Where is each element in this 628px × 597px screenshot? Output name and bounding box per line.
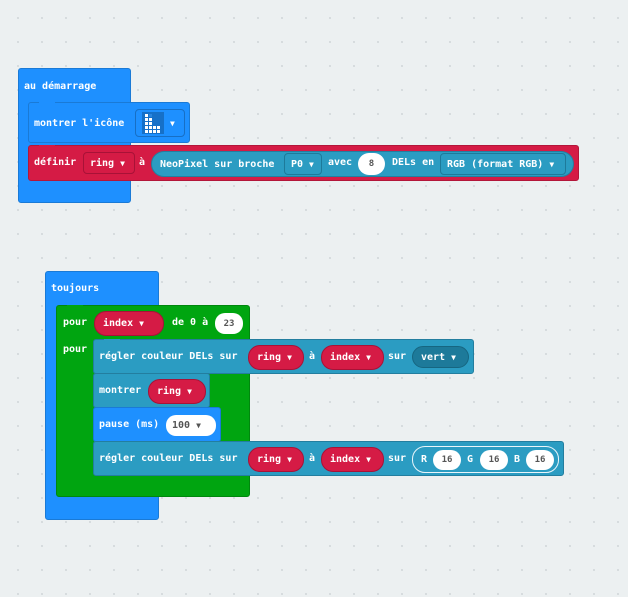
on-label: sur [388, 453, 407, 464]
strip-variable-ring[interactable]: ring ▼ [248, 345, 304, 370]
do-label: pour [63, 344, 88, 355]
led-count-value: 8 [368, 159, 375, 169]
green-value: 16 [488, 455, 500, 465]
mode-dropdown[interactable]: RGB (format RGB) ▼ [440, 153, 566, 175]
pause-duration-value: 100 [172, 420, 191, 431]
chevron-down-icon: ▼ [549, 159, 555, 169]
pin-dropdown[interactable]: P0 ▼ [284, 153, 322, 175]
index-variable[interactable]: index ▼ [321, 345, 384, 370]
pause-label: pause (ms) [99, 419, 160, 430]
on-start-label: au démarrage [24, 81, 97, 92]
rgb-block[interactable]: R 16 G 16 B 16 [412, 446, 559, 473]
set-pixel-label: régler couleur DELs sur [99, 351, 238, 362]
chevron-down-icon: ▼ [287, 353, 292, 362]
color-dropdown[interactable]: vert ▼ [412, 346, 469, 368]
forever-label: toujours [51, 283, 100, 294]
blue-input[interactable]: 16 [526, 450, 554, 470]
chevron-down-icon: ▼ [451, 352, 456, 362]
g-label: G [467, 454, 474, 465]
pin-value: P0 [291, 158, 304, 170]
at-label: à [309, 453, 316, 464]
show-strip-variable[interactable]: ring ▼ [148, 379, 206, 404]
chevron-down-icon: ▼ [120, 158, 125, 168]
color-name: vert [421, 351, 446, 363]
led-count-input[interactable]: 8 [358, 153, 385, 175]
from-to-label: de 0 à [172, 317, 209, 328]
strip-name: ring [257, 454, 282, 465]
image-icon [142, 112, 164, 134]
red-input[interactable]: 16 [433, 450, 461, 470]
variable-dropdown-ring[interactable]: ring ▼ [83, 152, 135, 174]
loop-end-value: 23 [223, 318, 235, 329]
loop-variable-index[interactable]: index ▼ [94, 311, 164, 336]
pause-duration-dropdown[interactable]: 100 ▼ [166, 415, 216, 436]
set-label: définir [34, 157, 77, 168]
strip-variable-ring[interactable]: ring ▼ [248, 447, 304, 472]
create-label: NeoPixel sur broche [160, 158, 275, 170]
chevron-down-icon: ▼ [366, 353, 371, 362]
index-variable[interactable]: index ▼ [321, 447, 384, 472]
at-label: à [309, 351, 316, 362]
r-label: R [421, 454, 428, 465]
show-icon-label: montrer l'icône [34, 118, 125, 129]
chevron-down-icon: ▼ [139, 319, 144, 328]
show-strip-block[interactable]: montrer ring ▼ [93, 373, 210, 408]
show-icon-block[interactable]: montrer l'icône ▼ [28, 102, 190, 143]
mode-value: RGB (format RGB) [447, 158, 544, 170]
chevron-down-icon: ▼ [366, 455, 371, 464]
for-label: pour [63, 317, 88, 328]
strip-name: ring [257, 352, 282, 363]
chevron-down-icon: ▼ [309, 159, 314, 169]
chevron-down-icon: ▼ [196, 421, 201, 430]
icon-dropdown[interactable]: ▼ [135, 109, 185, 137]
chevron-down-icon: ▼ [287, 455, 292, 464]
green-input[interactable]: 16 [480, 450, 508, 470]
b-label: B [514, 454, 521, 465]
index-name: index [330, 454, 361, 465]
to-label: à [139, 157, 146, 168]
blue-value: 16 [534, 455, 546, 465]
loop-end-input[interactable]: 23 [215, 313, 243, 334]
set-pixel-color-block-2[interactable]: régler couleur DELs sur ring ▼ à index ▼… [93, 441, 564, 476]
chevron-down-icon: ▼ [170, 118, 175, 128]
pause-block[interactable]: pause (ms) 100 ▼ [93, 407, 221, 442]
red-value: 16 [441, 455, 453, 465]
with-label: avec [328, 157, 353, 168]
set-strip-block[interactable]: définir ring ▼ à NeoPixel sur broche P0 … [28, 145, 579, 181]
set-pixel-color-block-1[interactable]: régler couleur DELs sur ring ▼ à index ▼… [93, 339, 474, 374]
show-strip-name: ring [157, 386, 182, 397]
index-name: index [330, 352, 361, 363]
show-label: montrer [99, 385, 142, 396]
loop-variable-name: index [103, 318, 134, 329]
leds-in-label: DELs en [392, 157, 435, 168]
on-label: sur [388, 351, 407, 362]
variable-name: ring [90, 157, 115, 169]
set-pixel-label: régler couleur DELs sur [99, 453, 238, 464]
chevron-down-icon: ▼ [187, 387, 192, 396]
